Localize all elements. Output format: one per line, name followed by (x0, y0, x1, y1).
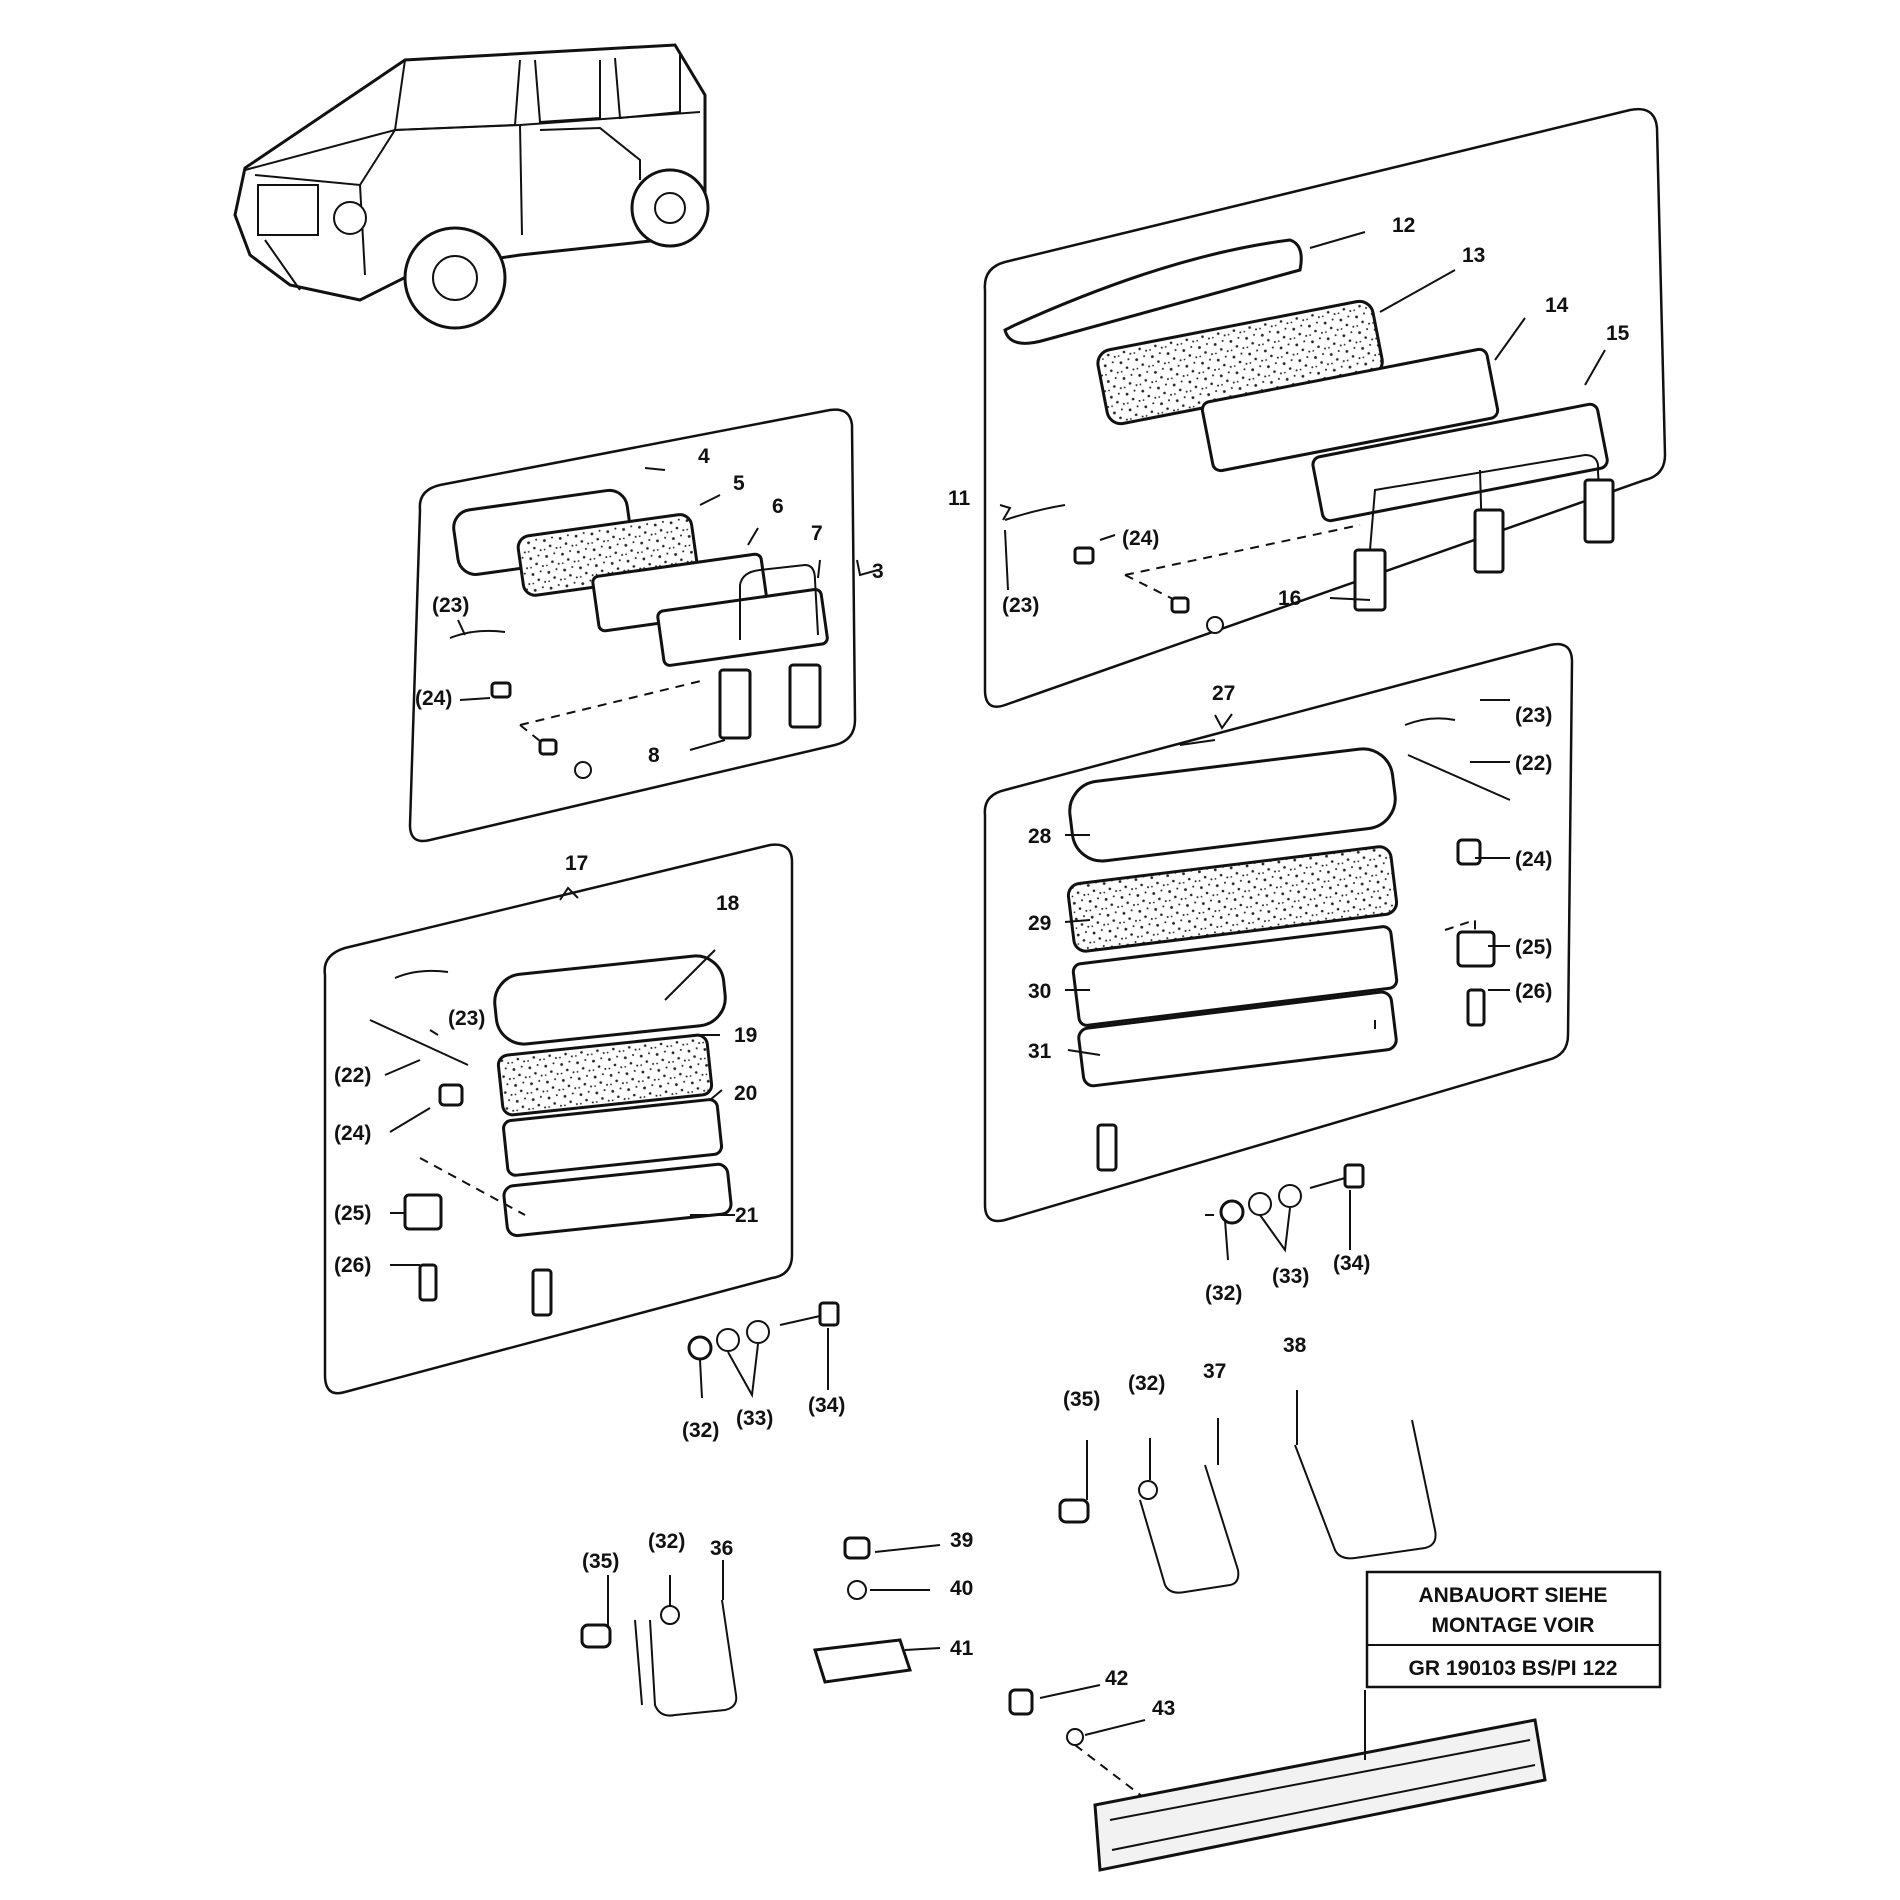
ref-24-group27: (24) (1515, 848, 1552, 871)
ref-23-group11: (23) (1002, 594, 1039, 617)
label-30: 30 (1028, 980, 1051, 1003)
label-27: 27 (1212, 682, 1235, 705)
ref-24-group17: (24) (334, 1122, 371, 1145)
label-6: 6 (772, 495, 784, 518)
ref-34-left: (34) (808, 1394, 845, 1417)
label-28: 28 (1028, 825, 1052, 848)
vehicle-illustration (233, 43, 710, 330)
label-42: 42 (1105, 1667, 1128, 1690)
installation-note-box: ANBAUORT SIEHE MONTAGE VOIR GR 190103 BS… (1364, 1570, 1662, 1760)
label-15: 15 (1606, 322, 1630, 345)
reference-labels: (23) (24) (24) (23) (23) (22) (24) (25) … (334, 527, 1552, 1573)
label-31: 31 (1028, 1040, 1052, 1063)
ref-33-left: (33) (736, 1407, 773, 1430)
ref-23-group17: (23) (448, 1007, 485, 1030)
ref-32-bottom: (32) (648, 1530, 685, 1553)
label-40: 40 (950, 1577, 973, 1600)
label-16: 16 (1278, 587, 1301, 610)
label-43: 43 (1152, 1697, 1175, 1720)
label-21: 21 (735, 1204, 759, 1227)
label-20: 20 (734, 1082, 757, 1105)
label-11: 11 (948, 487, 971, 510)
label-7: 7 (811, 522, 823, 545)
label-13: 13 (1462, 244, 1485, 267)
label-39: 39 (950, 1529, 973, 1552)
ref-26-group17: (26) (334, 1254, 371, 1277)
label-12: 12 (1392, 214, 1415, 237)
group-27-panel (983, 642, 1574, 1223)
group-17-panel (323, 843, 794, 1395)
label-38: 38 (1283, 1334, 1307, 1357)
ref-22-group27: (22) (1515, 752, 1552, 775)
ref-32-mid: (32) (1128, 1372, 1165, 1395)
label-17: 17 (565, 852, 588, 875)
fasteners-left (687, 1301, 840, 1361)
label-36: 36 (710, 1537, 733, 1560)
label-8: 8 (648, 744, 660, 767)
group-3-panel (408, 408, 857, 843)
ref-25-group17: (25) (334, 1202, 371, 1225)
fasteners-right (1205, 1163, 1365, 1225)
ref-22-group17: (22) (334, 1064, 371, 1087)
ref-23-group27: (23) (1515, 704, 1552, 727)
ref-34-right: (34) (1333, 1252, 1370, 1275)
label-41: 41 (950, 1637, 974, 1660)
leader-lines (384, 231, 1606, 1736)
ref-32-right: (32) (1205, 1282, 1242, 1305)
ref-26-group27: (26) (1515, 980, 1552, 1003)
note-line-1: ANBAUORT SIEHE (1418, 1584, 1607, 1607)
label-37: 37 (1203, 1360, 1226, 1383)
ref-33-right: (33) (1272, 1265, 1309, 1288)
note-line-2: MONTAGE VOIR (1432, 1614, 1595, 1637)
group-11-panel (983, 107, 1667, 708)
note-line-3: GR 190103 BS/PI 122 (1409, 1657, 1618, 1680)
label-29: 29 (1028, 912, 1051, 935)
ref-35-mid: (35) (1063, 1388, 1100, 1411)
ref-35-bottom: (35) (582, 1550, 619, 1573)
label-4: 4 (698, 445, 710, 468)
bottom-hardware (580, 1419, 1547, 1872)
ref-23-group3: (23) (432, 594, 469, 617)
ref-24-group3: (24) (415, 687, 452, 710)
ref-25-group27: (25) (1515, 936, 1552, 959)
label-18: 18 (716, 892, 740, 915)
part-labels: 3 4 5 6 7 8 11 12 13 14 15 16 17 18 19 2… (565, 214, 1630, 1720)
ref-32-left: (32) (682, 1419, 719, 1442)
label-19: 19 (734, 1024, 757, 1047)
label-5: 5 (733, 472, 745, 495)
ref-24-group11: (24) (1122, 527, 1159, 550)
label-14: 14 (1545, 294, 1569, 317)
label-3: 3 (872, 560, 884, 583)
